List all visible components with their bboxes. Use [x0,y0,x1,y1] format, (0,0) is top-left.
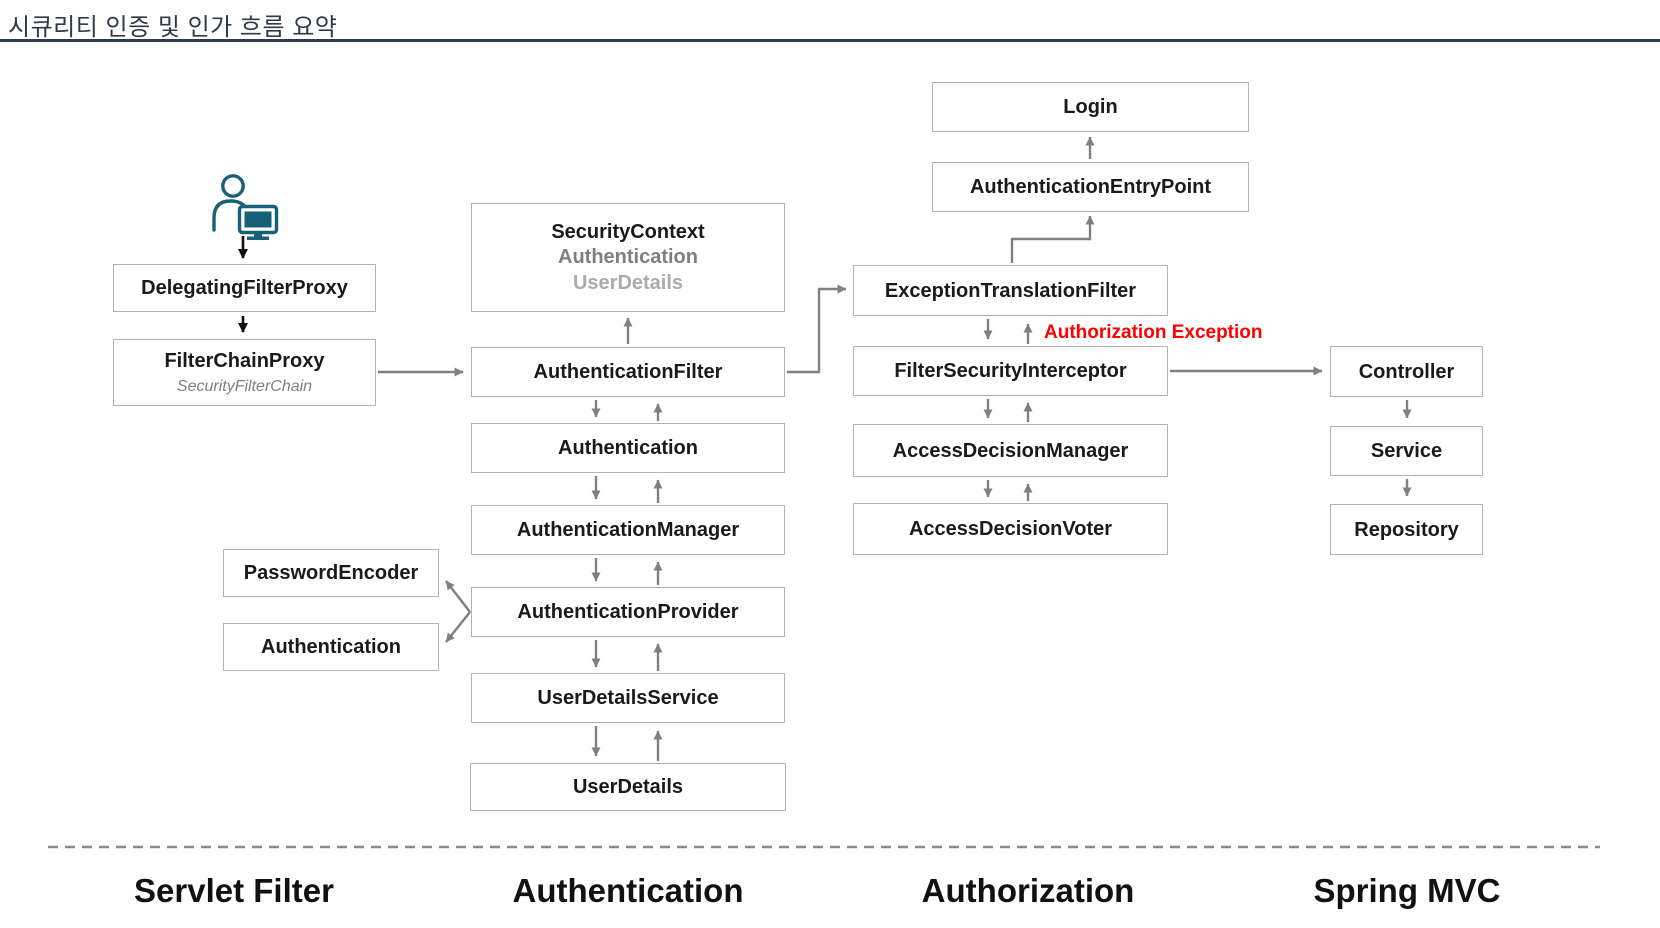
node-label: Authentication [558,437,698,459]
node-label: Controller [1358,360,1455,383]
lane-label-authentication: Authentication [512,872,744,909]
node-label: Repository [1354,518,1459,541]
node-authentication-token: Authentication [223,623,439,671]
node-filter-chain-proxy: FilterChainProxy SecurityFilterChain [113,339,376,406]
node-access-decision-voter: AccessDecisionVoter [853,503,1168,555]
node-label: Login [1063,96,1118,118]
node-login: Login [932,82,1249,132]
node-user-details-service: UserDetailsService [471,673,785,723]
node-label: DelegatingFilterProxy [141,277,348,299]
lane-label-servlet-filter: Servlet Filter [134,872,334,909]
title-underline [0,39,1660,42]
node-label: Authentication [261,636,401,658]
node-label: AccessDecisionVoter [908,518,1113,540]
node-filter-security-interceptor: FilterSecurityInterceptor [853,346,1168,396]
node-service: Service [1330,426,1483,476]
node-exception-translation-filter: ExceptionTranslationFilter [853,265,1168,316]
node-label: AuthenticationFilter [533,361,723,383]
node-label: AuthenticationEntryPoint [969,176,1212,198]
page-title: 시큐리티 인증 및 인가 흐름 요약 [8,14,338,41]
node-authentication: Authentication [471,423,785,473]
lane-label-authorization: Authorization [921,872,1135,909]
node-authentication-filter: AuthenticationFilter [471,347,785,397]
node-label: ExceptionTranslationFilter [884,279,1137,302]
node-delegating-filter-proxy: DelegatingFilterProxy [113,264,376,312]
node-access-decision-manager: AccessDecisionManager [853,424,1168,477]
authorization-exception-label: Authorization Exception [1044,322,1263,343]
node-label: AuthenticationProvider [517,601,739,623]
node-password-encoder: PasswordEncoder [223,549,439,597]
node-authentication-provider: AuthenticationProvider [471,587,785,637]
node-authentication-entry-point: AuthenticationEntryPoint [932,162,1249,212]
lane-label-spring-mvc: Spring MVC [1313,872,1501,909]
node-label: SecurityContext [551,220,705,243]
node-security-context: SecurityContext Authentication UserDetai… [471,203,785,312]
node-label: FilterSecurityInterceptor [894,360,1127,382]
user-client-icon [212,174,279,240]
node-label: AuthenticationManager [516,519,740,541]
node-label: AccessDecisionManager [892,439,1129,462]
node-user-details: UserDetails [470,763,786,811]
node-sublabel: SecurityFilterChain [176,377,313,395]
node-line2: Authentication [558,245,698,268]
node-label: PasswordEncoder [243,562,419,584]
node-label: UserDetailsService [537,687,719,709]
node-repository: Repository [1330,504,1483,555]
node-label: FilterChainProxy [164,349,325,372]
node-label: Service [1370,440,1443,462]
node-controller: Controller [1330,346,1483,397]
node-authentication-manager: AuthenticationManager [471,505,785,555]
node-label: UserDetails [572,776,684,798]
node-line3: UserDetails [572,271,684,294]
